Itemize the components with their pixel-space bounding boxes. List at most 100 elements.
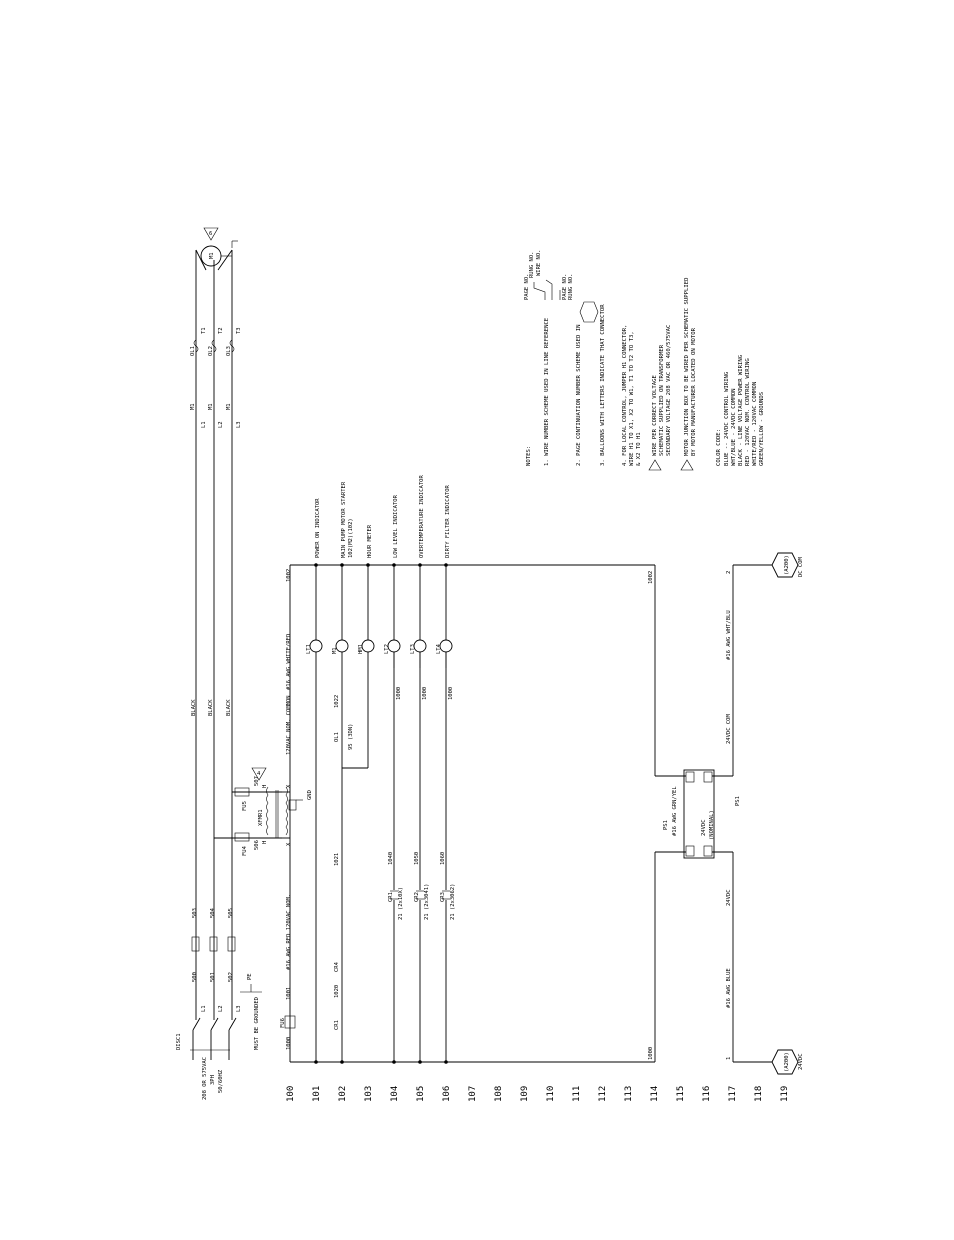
power-supply-box	[683, 769, 715, 859]
rung-102-cr4: CR4	[334, 961, 340, 972]
ps-tag-2: PS1	[735, 796, 741, 806]
overload-ol1: OL1	[190, 346, 196, 356]
load-t2: T2	[218, 327, 224, 334]
load-wire-LT2: 1000	[396, 687, 402, 700]
note-5b: SCHEMATIC SUPPLIED ON TRANSFORMER	[659, 344, 665, 456]
ref2-page-no: PAGE NO.	[562, 274, 568, 301]
rail-bottom-note: #16 AWG WHITE/RED	[286, 634, 292, 690]
dc-wire-1: 1	[726, 1057, 732, 1060]
cr-contact-tag-CR1: CR1	[388, 892, 394, 902]
load-desc-M1: MAIN PUMP MOTOR STARTER	[341, 481, 347, 558]
wire-1002-top: 1002	[286, 569, 292, 582]
fuse-fu5-label: FU5	[242, 801, 248, 811]
ps-label-1: 24VDC	[701, 819, 707, 836]
rung-102-wire-1020: 1020	[334, 985, 340, 998]
overload-heaters	[193, 339, 235, 353]
motor-tag: M1	[209, 252, 215, 259]
ground-symbol	[240, 984, 262, 993]
contact-m1-b: M1	[208, 403, 214, 410]
fuse-fu6	[284, 1015, 296, 1029]
rung-number-105: 105	[416, 1086, 426, 1102]
connector-24vdc	[771, 1049, 799, 1075]
ps-label-2: (NOMINAL)	[709, 810, 715, 840]
wire-500: 500	[192, 972, 198, 982]
rung-102-cr1: CR1	[334, 1020, 340, 1030]
cr-contact-tag-CR2: CR2	[414, 892, 420, 902]
contact-m1-c: M1	[226, 403, 232, 410]
common-note: 120VAC NOM. COMMON	[286, 695, 292, 755]
transformer-tag: XFMR1	[258, 809, 264, 826]
load-symbol-M1	[335, 639, 349, 653]
cable-black-1: BLACK	[191, 699, 197, 716]
rung-number-108: 108	[494, 1086, 504, 1102]
dc-supply: 24VDC (NOMINAL) PS1 #16 AWG GRN/YEL PS1 …	[655, 552, 804, 1075]
wire-502: 502	[228, 972, 234, 982]
connector-24vdc-name: 24VDC	[798, 1053, 804, 1070]
supply-phase: 3PH	[210, 1075, 216, 1085]
phase-l3: L3	[236, 1005, 242, 1012]
cr-contact-gap	[416, 890, 424, 900]
ref-rung-no: RUNG NO.	[529, 252, 535, 279]
note-5-triangle	[648, 459, 662, 471]
wire-505: 505	[228, 908, 234, 918]
rung-102-wire-1021: 1021	[334, 853, 340, 866]
color-4: RED - 120VAC NOM. CONTROL WIRING	[745, 358, 751, 466]
rung-number-109: 109	[520, 1086, 530, 1102]
cable-black-3: BLACK	[226, 699, 232, 716]
rung-number-111: 111	[572, 1086, 582, 1102]
rung-number-103: 103	[364, 1086, 374, 1102]
wire-503: 503	[192, 908, 198, 918]
rung-102-ol: OL1	[334, 732, 340, 742]
ps-ground-note: #16 AWG GRN/YEL	[672, 786, 678, 836]
cr-wire-1050: 1050	[414, 852, 420, 865]
load-symbol-HM1	[361, 639, 375, 653]
note-6a: MOTOR JUNCTION BOX TO BE WIRED PER SCHEM…	[684, 277, 690, 456]
wire-1002-bottom: 1002	[648, 571, 654, 584]
load-tag-M1: M1	[332, 647, 338, 654]
load-desc-LT2: LOW LEVEL INDICATOR	[393, 494, 399, 558]
note-5c: SECONDARY VOLTAGE 208 VAC OR 460/575VAC	[666, 325, 672, 456]
transformer-note: 4	[257, 771, 261, 777]
connector-dc-com-name: DC COM	[798, 556, 804, 577]
load-t1: T1	[201, 327, 207, 334]
wire-ref-diagram: PAGE NO. RUNG NO. WIRE NO. PAGE NO. RUNG…	[524, 250, 599, 323]
rung-102-wire-1022: 1022	[334, 695, 340, 708]
disconnect-switch	[192, 1017, 237, 1060]
rung-number-114: 114	[650, 1086, 660, 1102]
load-tag-LT1: LT1	[306, 644, 312, 654]
wire-506: 506	[254, 840, 260, 850]
note-1: 1. WIRE NUMBER SCHEME USED IN LINE REFER…	[544, 317, 550, 466]
load-tag-LT2: LT2	[384, 644, 390, 654]
rung-number-110: 110	[546, 1086, 556, 1102]
motor-starter: M1 M1 M1 L1 L2 L3 OL1 OL2 OL3 T1 T2 T3	[190, 327, 242, 428]
rung-number-102: 102	[338, 1086, 348, 1102]
note-4c: & X2 TO H1	[636, 432, 642, 466]
fuse-fu5	[234, 787, 250, 797]
load-tag-LT3: LT3	[410, 644, 416, 654]
motor-note: 6	[209, 231, 212, 237]
color-6: GREEN/YELLOW - GROUNDS	[759, 392, 765, 466]
load-wire-LT4: 1000	[448, 687, 454, 700]
ref-wire-no: WIRE NO.	[536, 250, 542, 277]
rung-number-112: 112	[598, 1086, 608, 1102]
rung-number-113: 113	[624, 1086, 634, 1102]
wire-1001: 1001	[286, 987, 292, 1000]
wire-1000-top: 1000	[286, 1037, 292, 1050]
wire-504: 504	[210, 907, 216, 918]
ref-page-no: PAGE NO.	[524, 274, 530, 301]
transformer-note-triangle	[251, 767, 267, 781]
wire-1000-bottom: 1000	[648, 1047, 654, 1060]
load-tag-LT4: LT4	[436, 643, 442, 654]
ground-tag: PE	[247, 973, 253, 980]
v-24vdc: 24VDC	[726, 889, 732, 906]
color-title: COLOR CODE:	[716, 429, 722, 466]
load-tag-HM1: HM1	[358, 644, 364, 654]
note-3: 3. BALLOONS WITH LETTERS INDICATE THAT C…	[600, 304, 606, 466]
note-2: 2. PAGE CONTINUATION NUMBER SCHEME USED …	[576, 325, 582, 466]
dc-blue-note: #16 AWG BLUE	[726, 968, 732, 1008]
cr-contact-gap	[390, 890, 398, 900]
overload-ol3: OL3	[226, 346, 232, 356]
